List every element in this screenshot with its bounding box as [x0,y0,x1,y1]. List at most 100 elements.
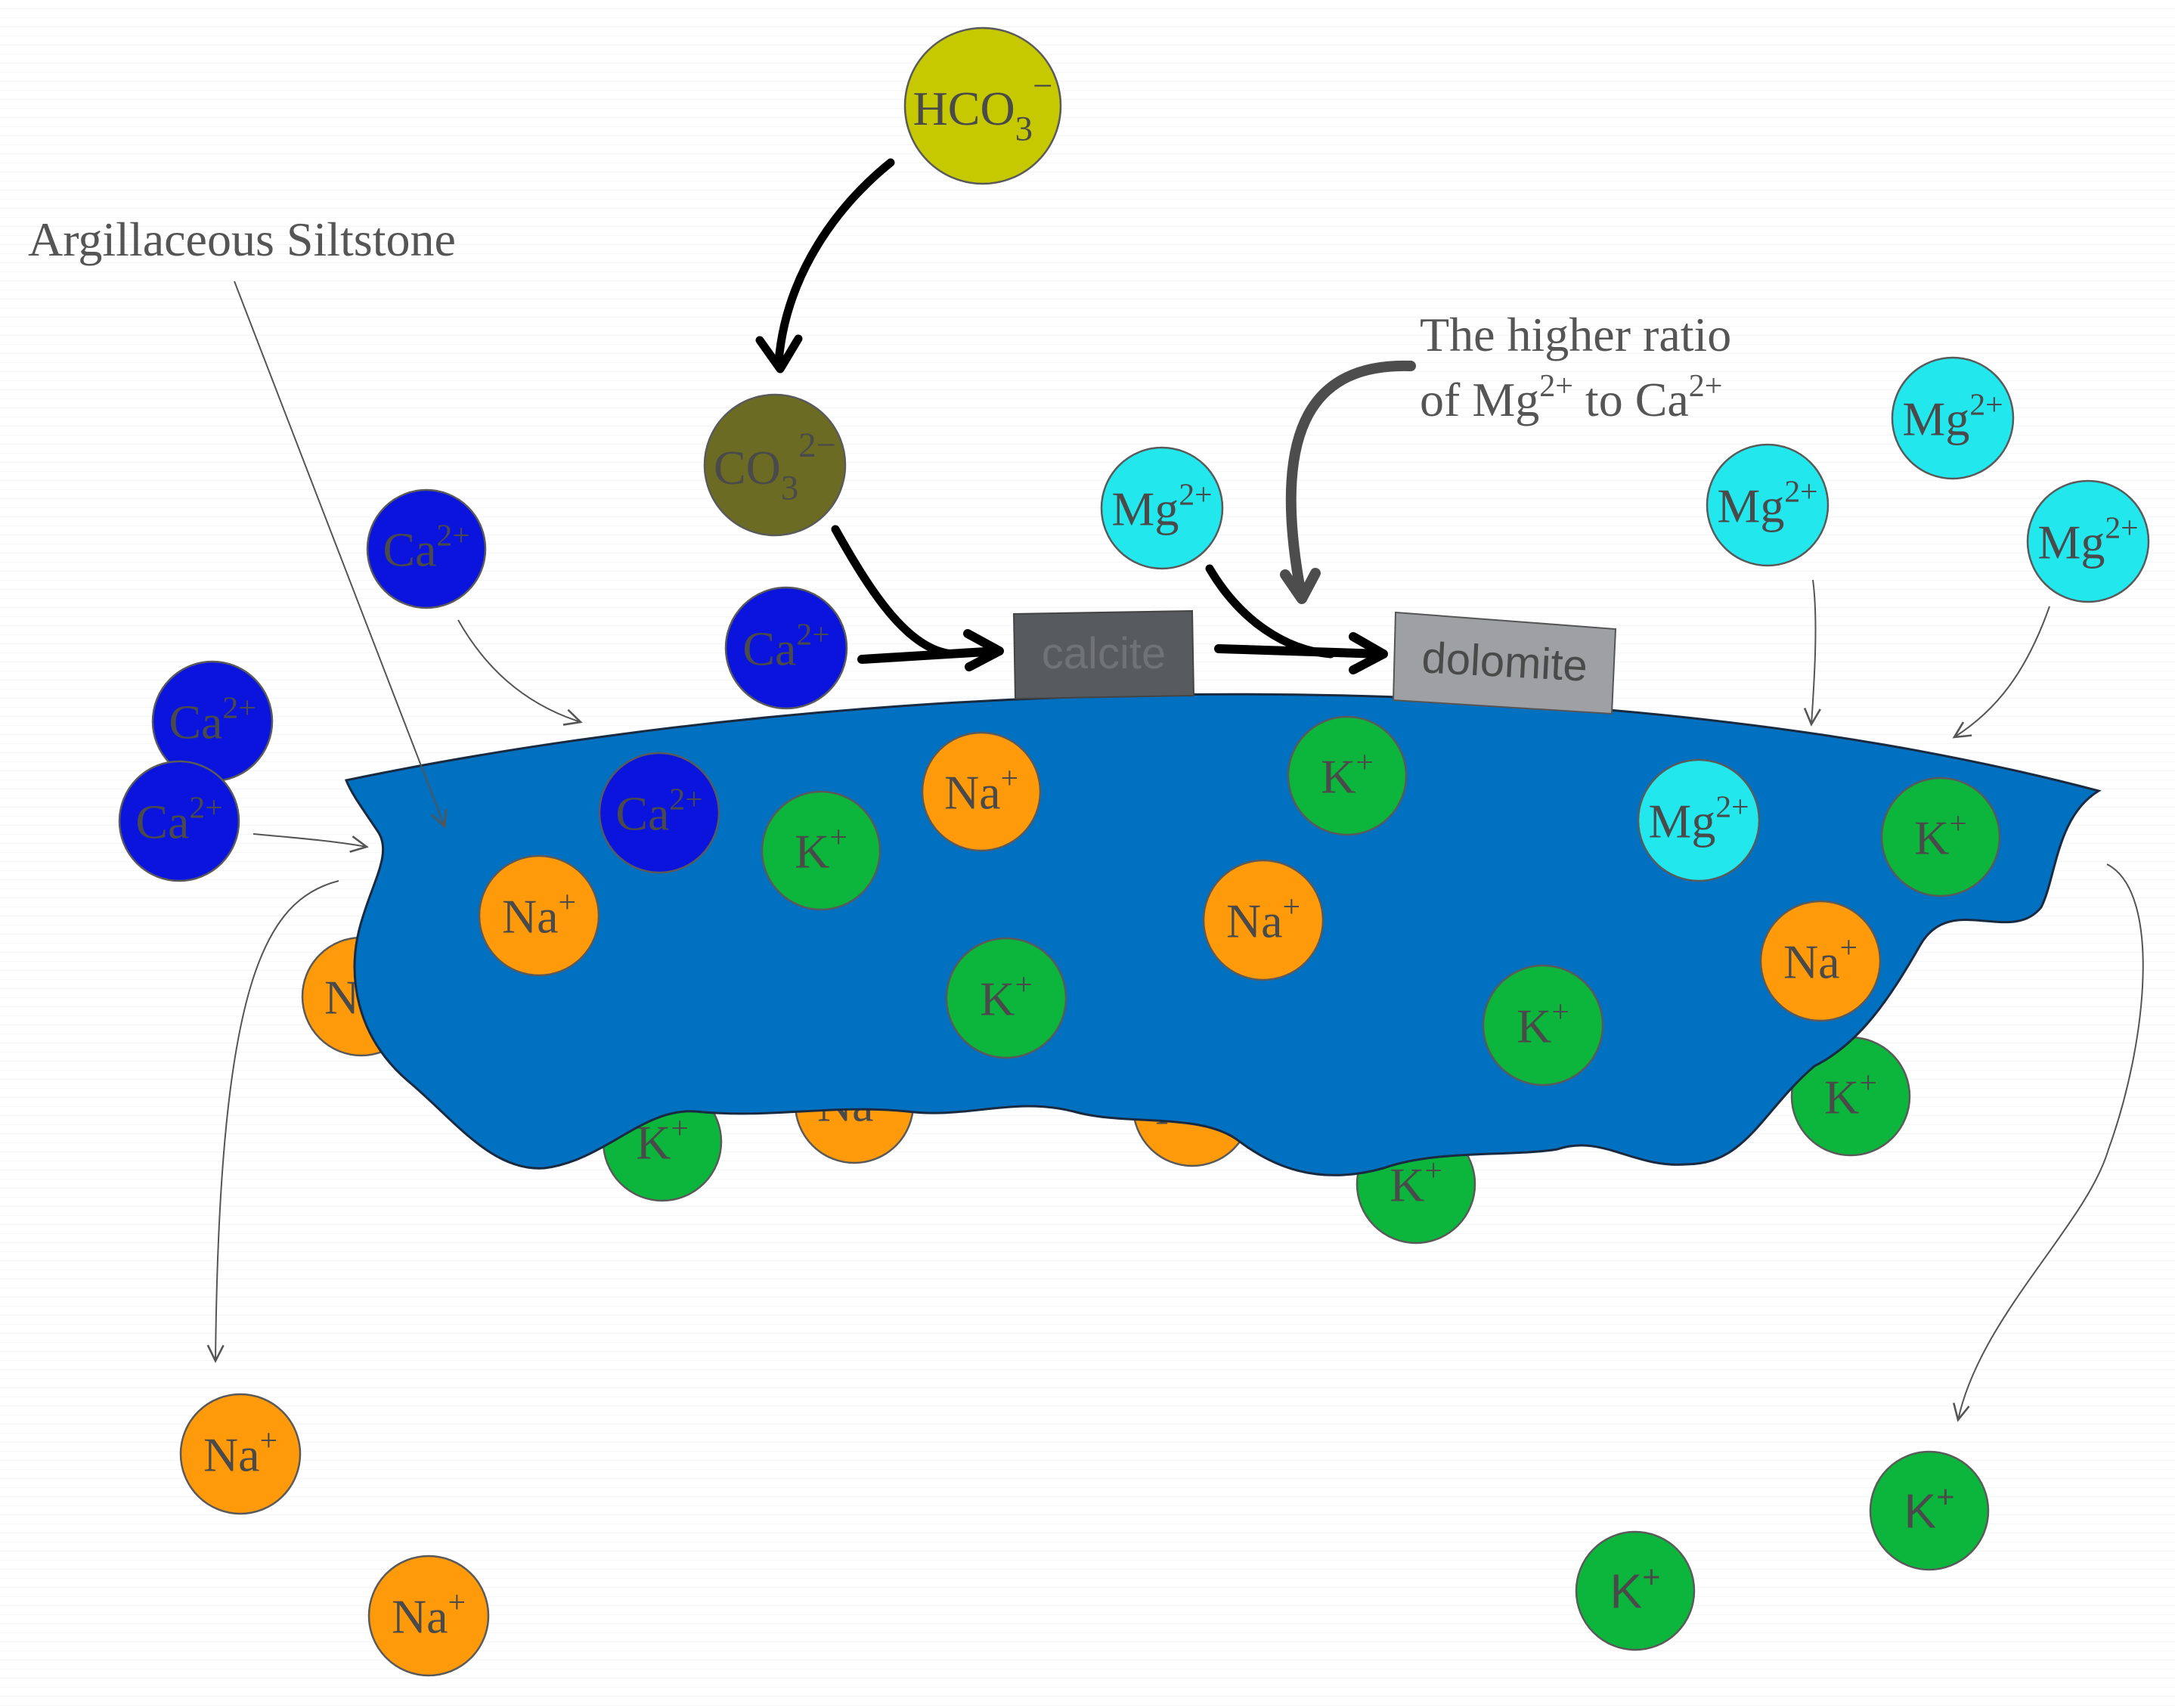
mg-ion: Mg2+ [2026,479,2150,603]
mg-ion-label: Mg2+ [1111,477,1212,536]
hco3-to-co3-arrowhead [755,334,803,374]
rock-label: Argillaceous Siltstone [28,212,456,266]
hco3-to-co3-arrow [774,158,895,366]
na-ion: Na+ [1759,900,1882,1022]
k-ion-label: K+ [1904,1479,1955,1539]
thin-arrows [215,281,2144,1420]
ca-ion-circle [366,488,487,609]
mg-ion: Mg2+ [1706,443,1830,567]
co3-ion-label: CO32− [714,426,836,507]
ca-ion-label: Ca2+ [742,617,829,676]
na-ion-circle [478,854,600,977]
k-ion-label: K+ [1914,806,1967,865]
ca-ion: Ca2+ [118,760,240,882]
k-ion: K+ [1482,964,1604,1086]
na-ion: Na+ [478,854,600,977]
na-ion: Na+ [367,1555,490,1677]
ions-front: HCO3− CO32− Ca2+ Ca2+ Ca2+ Ca2+ Ca2+ Mg2+ Mg2+ Mg… [118,26,2150,1677]
ratio-label-line1: The higher ratio [1420,308,1731,361]
hco3-ion: HCO3− [903,26,1062,185]
k-ion-circle [761,790,881,911]
k-ion: K+ [1880,777,2001,897]
na-ion-circle [367,1555,490,1677]
na-ion-label: Na+ [392,1585,466,1644]
ca-ion: Ca2+ [724,586,848,710]
k-ion-label: K+ [1824,1065,1877,1124]
calcite-to-dolomite-arrow [1214,644,1386,659]
na-ion: Na+ [179,1393,302,1515]
mg-inflow-arrow-1 [1811,579,1816,724]
co3-to-calcite-arrow [831,525,957,659]
k-ion-circle [1869,1450,1990,1571]
hco3-ion-circle [903,26,1062,185]
k-ion: K+ [1575,1530,1696,1651]
mg-ion: Mg2+ [1637,758,1761,882]
na-ion-circle [179,1393,302,1515]
hco3-ion-label: HCO3− [913,67,1053,148]
ca-to-calcite-arrowhead [963,629,1004,671]
ca-ion-label: Ca2+ [615,782,702,841]
dolomite-label: dolomite [1421,633,1588,690]
na-ion-circle [921,731,1042,852]
mg-ion-label: Mg2+ [2037,510,2138,569]
na-ion-circle [1202,859,1325,981]
mg-ion-circle [1891,356,2015,480]
k-ion-circle [945,937,1067,1059]
k-ion-circle [1287,715,1408,836]
na-ion: Na+ [921,731,1042,852]
co3-ion-circle [703,393,847,537]
ca-ion-label: Ca2+ [169,690,256,749]
na-outflow-arrow [215,880,339,1361]
ca-ion-circle [118,760,240,882]
k-ion: K+ [1287,715,1408,836]
mg-ion-label: Mg2+ [1648,789,1749,848]
k-ion-label: K+ [1321,745,1374,804]
mg-ion-label: Mg2+ [1902,387,2003,446]
mg-ion-label: Mg2+ [1717,474,1817,533]
na-ion-label: Na+ [203,1423,277,1482]
k-ion-label: K+ [980,967,1033,1026]
k-ion: K+ [761,790,881,911]
k-ion-label: K+ [1517,994,1569,1053]
k-ion-circle [1880,777,2001,897]
ca-to-calcite-arrow [857,646,1002,664]
k-ion-circle [1482,964,1604,1086]
ca-ion: Ca2+ [598,752,720,874]
mg-ion: Mg2+ [1100,446,1224,570]
k-ion-label: K+ [1390,1153,1442,1212]
k-ion-label: K+ [795,820,847,879]
ca-inflow-arrow-1 [457,619,581,722]
mg-ion-circle [2026,479,2150,603]
k-ion: K+ [945,937,1067,1059]
mg-ion-circle [1100,446,1224,570]
k-ion-circle [1575,1530,1696,1651]
calcite-to-dolomite-arrowhead [1349,632,1388,674]
na-ion-label: Na+ [944,761,1018,820]
ca-inflow-arrow-2 [253,833,367,847]
reaction-arrows [755,158,1388,674]
ca-ion-label: Ca2+ [383,518,469,577]
na-ion-circle [1759,900,1882,1022]
ca-ion-circle [598,752,720,874]
k-ion: K+ [1869,1450,1990,1571]
ratio-label-line2: of Mg2+ to Ca2+ [1420,369,1722,426]
ca-ion: Ca2+ [151,660,274,783]
na-ion-label: Na+ [1783,930,1857,989]
ca-ion: Ca2+ [366,488,487,609]
k-outflow-arrow [1958,863,2144,1420]
mg-ion-circle [1706,443,1830,567]
na-ion-label: Na+ [1226,889,1300,948]
ca-ion-label: Ca2+ [135,790,222,849]
label-pointer-arrow [234,281,445,826]
ratio-arrow [1280,360,1416,604]
co3-ion: CO32− [703,393,847,537]
mg-ion: Mg2+ [1891,356,2015,480]
mg-inflow-arrow-2 [1954,606,2050,737]
dolomite-mineral: dolomite [1392,611,1617,715]
calcite-mineral: calcite [1012,609,1195,700]
na-ion-label: Na+ [502,885,576,944]
mg-ion-circle [1637,758,1761,882]
ca-ion-circle [724,586,848,710]
na-ion: Na+ [1202,859,1325,981]
